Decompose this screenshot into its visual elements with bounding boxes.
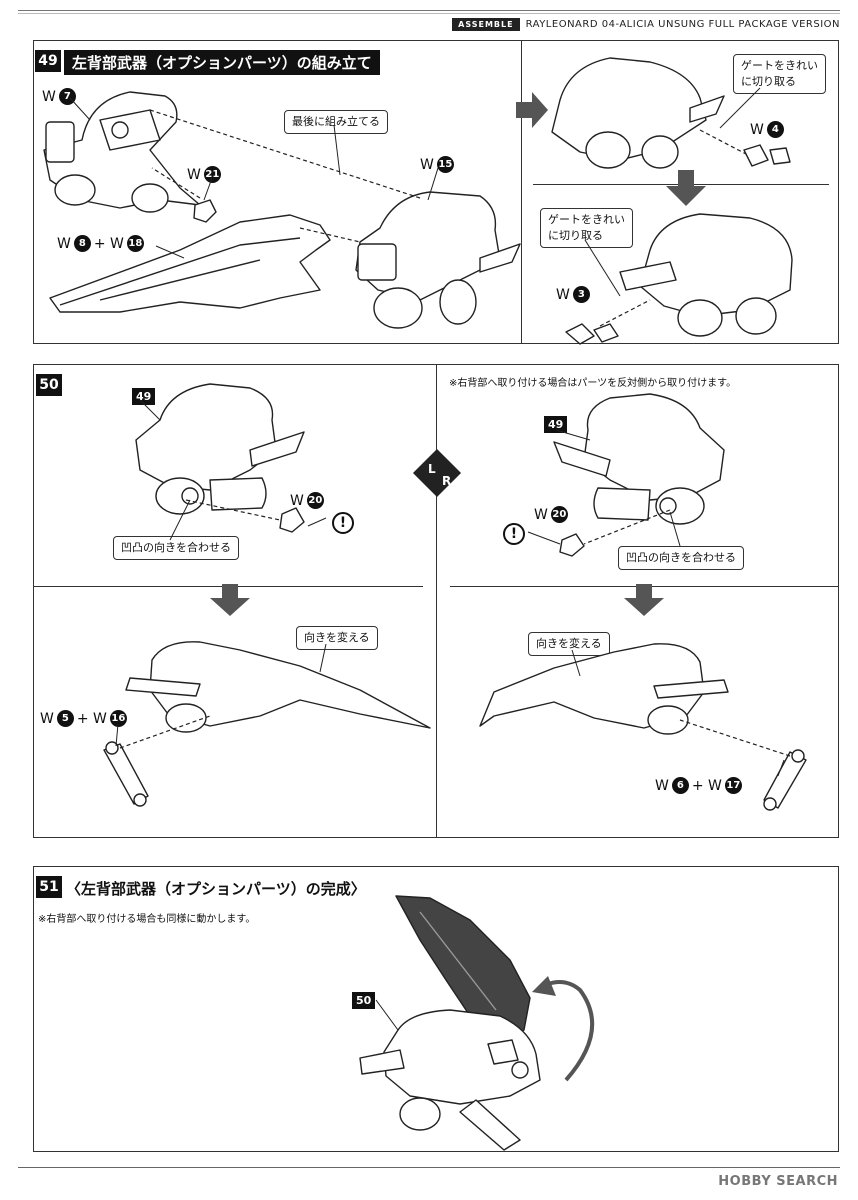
step51-number: 51: [36, 876, 62, 898]
callout-align-right: 凹凸の向きを合わせる: [618, 546, 744, 570]
step50-ref-49-left: 49: [132, 388, 156, 405]
flow-arrows: [210, 584, 664, 616]
product-title: RAYLEONARD 04-ALICIA UNSUNG FULL PACKAGE…: [525, 18, 840, 30]
footer-rule: [18, 1167, 840, 1168]
step51-note: ※右背部へ取り付ける場合も同様に動かします。: [38, 914, 256, 925]
flow-arrows: [516, 92, 706, 206]
rotate-arrow-icon: [547, 980, 595, 1082]
step50-divider: [436, 364, 437, 838]
part-number-badge: 20: [550, 506, 568, 523]
step51-title: 〈左背部武器（オプションパーツ）の完成〉: [66, 880, 366, 898]
assembly-right-lower: [479, 643, 729, 735]
part-number-badge: 21: [203, 166, 221, 183]
assembly-left-lower: [125, 641, 431, 733]
warning-icon: !: [332, 512, 354, 534]
part-w7-drawing: [43, 91, 201, 213]
part-number-badge: 8: [73, 235, 91, 252]
callout-align-left: 凹凸の向きを合わせる: [113, 536, 239, 560]
assembly-left-upper: [135, 383, 305, 515]
lr-label-r: R: [442, 474, 452, 488]
part-w15-drawing: [355, 191, 521, 329]
subview-top-drawing: [551, 57, 791, 169]
part-number-badge: 6: [671, 777, 689, 794]
part-number-badge: 20: [306, 492, 324, 509]
callout-turn-left: 向きを変える: [296, 626, 378, 650]
subview-bottom-drawing: [565, 213, 793, 345]
part-number-badge: 3: [572, 286, 590, 303]
callout-assemble-last: 最後に組み立てる: [284, 110, 388, 134]
assembly-right-upper: [553, 393, 725, 525]
completed-weapon-drawing: [359, 1009, 541, 1151]
part-number-badge: 7: [58, 88, 76, 105]
callout-turn-right: 向きを変える: [528, 632, 610, 656]
assemble-tag: ASSEMBLE: [452, 17, 520, 31]
part-number-badge: 4: [766, 121, 784, 138]
step49-title: 左背部武器（オプションパーツ）の組み立て: [64, 50, 380, 75]
step50-note: ※右背部へ取り付ける場合はパーツを反対側から取り付けます。: [449, 378, 737, 389]
part-number-badge: 16: [109, 710, 127, 727]
part-number-badge: 18: [126, 235, 144, 252]
step49-number: 49: [35, 50, 61, 72]
step49-divider: [521, 40, 522, 344]
part-number-badge: 17: [724, 777, 742, 794]
callout-gate-cut-top: ゲートをきれいに切り取る: [733, 54, 826, 94]
brand-watermark: HOBBY SEARCH: [718, 1174, 838, 1189]
header-rule-secondary: [18, 13, 840, 14]
part-number-badge: 15: [436, 156, 454, 173]
part-number-badge: 5: [56, 710, 74, 727]
step50-number: 50: [36, 374, 62, 396]
callout-gate-cut-bottom: ゲートをきれいに切り取る: [540, 208, 633, 248]
lr-label-l: L: [428, 462, 436, 476]
part-w21-drawing: [193, 199, 217, 223]
step51-ref-50: 50: [352, 992, 376, 1009]
page-header: ASSEMBLE RAYLEONARD 04-ALICIA UNSUNG FUL…: [452, 16, 840, 32]
warning-icon: !: [503, 523, 525, 545]
part-w8-w18-drawing: [49, 214, 331, 313]
step50-ref-49-right: 49: [544, 416, 568, 433]
header-rule: [18, 10, 840, 11]
